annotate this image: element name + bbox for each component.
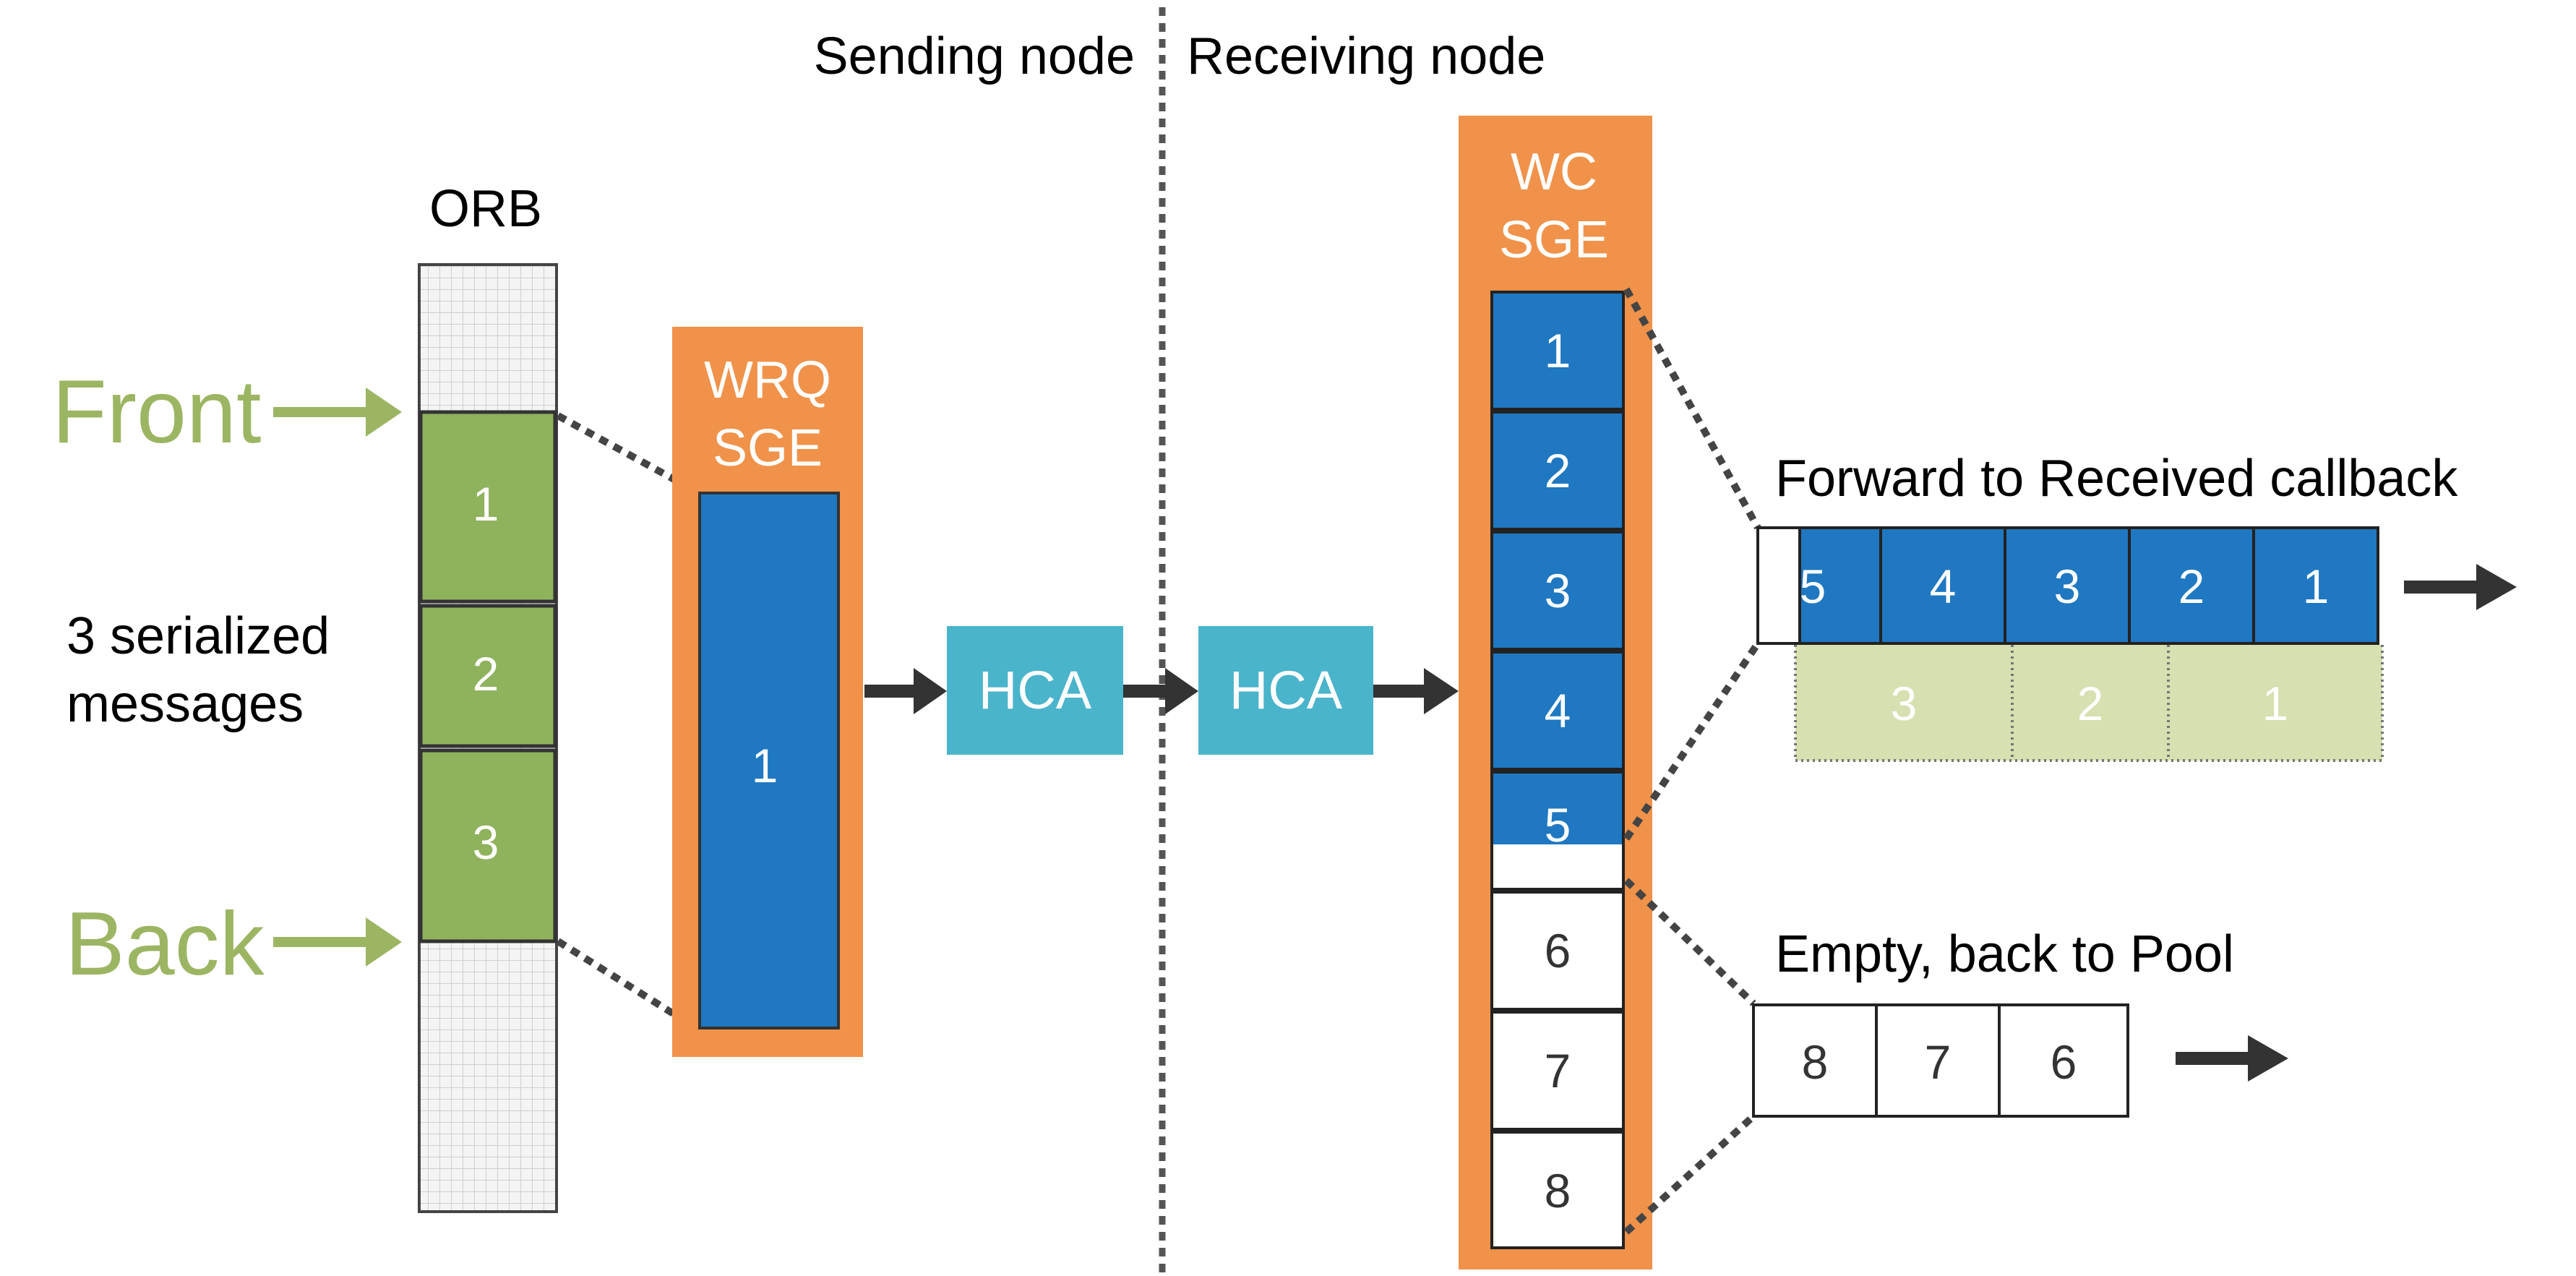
forward-message-1: 1 xyxy=(2262,677,2289,730)
wc-slot-7: 7 xyxy=(1490,1011,1625,1131)
wc-slot-1: 1 xyxy=(1490,291,1625,411)
wrq-buffer: 1 xyxy=(698,492,840,1029)
arrow-wrq-to-hca-icon xyxy=(864,668,947,714)
orb-title: ORB xyxy=(429,180,542,238)
connector-wc-pool-bottom xyxy=(1623,1113,1756,1235)
arrow-hca-to-hca-icon xyxy=(1123,668,1198,714)
wc-slot-5: 5 xyxy=(1490,771,1625,891)
wc-title-line-1: WC xyxy=(1511,143,1597,201)
messages-caption-line-2: messages xyxy=(66,675,304,733)
sending-node-label: Sending node xyxy=(814,27,1135,85)
sender-hca: HCA xyxy=(947,626,1123,755)
forward-buffers: 5 4 3 2 1 xyxy=(1756,526,2379,645)
receiver-hca: HCA xyxy=(1198,626,1373,755)
forward-caption: Forward to Received callback xyxy=(1775,450,2458,508)
wc-title-line-2: SGE xyxy=(1499,211,1609,269)
wc-slot-6: 6 xyxy=(1490,891,1625,1011)
orb-message-2: 2 xyxy=(418,604,557,748)
svg-text:1: 1 xyxy=(473,477,499,531)
svg-text:3: 3 xyxy=(2054,560,2081,613)
svg-text:5: 5 xyxy=(1545,798,1571,852)
connector-orb-wrq-top xyxy=(556,412,696,494)
orb-message-3: 3 xyxy=(418,748,557,943)
wc-slot-2: 2 xyxy=(1490,411,1625,531)
svg-text:8: 8 xyxy=(1545,1164,1571,1217)
svg-text:7: 7 xyxy=(1925,1035,1952,1089)
forward-message-2: 2 xyxy=(2077,677,2104,730)
pool-caption: Empty, back to Pool xyxy=(1775,925,2234,983)
svg-text:7: 7 xyxy=(1545,1044,1571,1097)
svg-text:8: 8 xyxy=(1802,1035,1829,1089)
svg-text:2: 2 xyxy=(473,647,499,701)
front-label: Front xyxy=(52,362,261,462)
front-arrow-icon xyxy=(273,387,402,437)
back-arrow-icon xyxy=(273,917,402,967)
svg-text:2: 2 xyxy=(2178,560,2205,613)
back-label: Back xyxy=(65,894,265,994)
connector-wc-forward-bottom xyxy=(1623,641,1761,841)
forward-buffer-1 xyxy=(2252,526,2379,645)
wc-slot-8: 8 xyxy=(1490,1131,1625,1249)
orb-message-1: 1 xyxy=(418,410,557,604)
connector-orb-wrq-bottom xyxy=(556,938,696,1030)
svg-text:4: 4 xyxy=(1545,684,1571,737)
forward-message-3: 3 xyxy=(1891,677,1918,730)
wc-slot-3: 3 xyxy=(1490,531,1625,651)
pool-arrow-icon xyxy=(2176,1035,2288,1082)
svg-text:HCA: HCA xyxy=(979,660,1092,720)
pool-buffers: 8 7 6 xyxy=(1752,1003,2129,1118)
svg-text:4: 4 xyxy=(1930,560,1957,613)
pool-buffer-6 xyxy=(1998,1003,2129,1118)
svg-text:1: 1 xyxy=(2303,560,2330,613)
receiving-node-label: Receiving node xyxy=(1187,27,1545,85)
svg-text:5: 5 xyxy=(1800,560,1826,613)
svg-text:1: 1 xyxy=(752,739,778,792)
wrq-title-line-2: SGE xyxy=(713,419,823,477)
svg-text:2: 2 xyxy=(1545,444,1571,497)
forward-buffer-4 xyxy=(1879,526,2006,645)
messages-caption-line-1: 3 serialized xyxy=(66,607,330,665)
wc-slot-4: 4 xyxy=(1490,651,1625,771)
forward-arrow-icon xyxy=(2404,564,2517,610)
forward-buffer-5 xyxy=(1798,526,1882,645)
connector-wc-forward-top xyxy=(1623,287,1761,530)
svg-text:3: 3 xyxy=(1545,564,1571,617)
forward-buffer-3 xyxy=(2004,526,2131,645)
svg-text:3: 3 xyxy=(473,815,499,869)
arrow-hca-to-wc-icon xyxy=(1373,668,1459,714)
connector-wc-pool-top xyxy=(1623,878,1756,1006)
svg-text:6: 6 xyxy=(1545,924,1571,977)
svg-text:1: 1 xyxy=(1545,324,1571,377)
svg-text:HCA: HCA xyxy=(1229,660,1343,720)
svg-text:6: 6 xyxy=(2051,1035,2077,1089)
forward-messages: 3 2 1 xyxy=(1794,645,2384,762)
wrq-title-line-1: WRQ xyxy=(704,351,831,409)
